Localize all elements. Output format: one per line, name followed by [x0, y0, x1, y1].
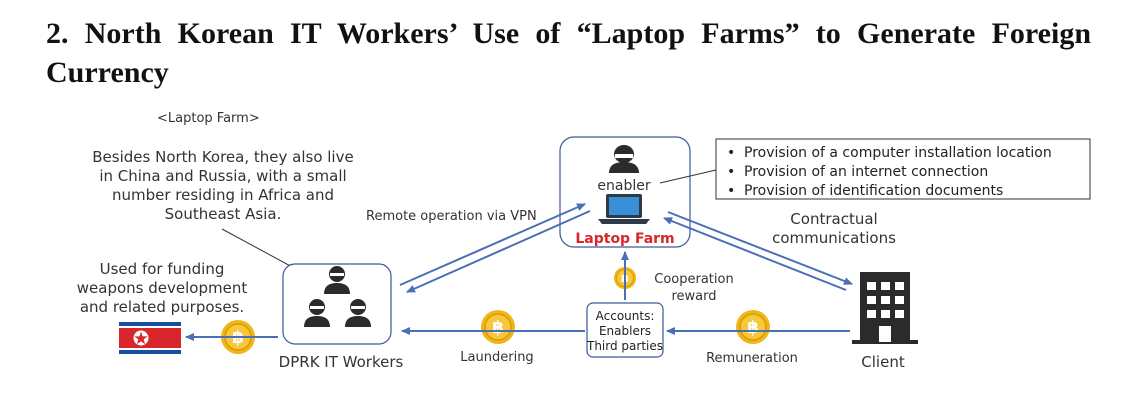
- residence-note: Besides North Korea, they also live in C…: [92, 148, 353, 223]
- contractual-label: Contractual communications: [772, 210, 896, 247]
- client-label: Client: [861, 353, 905, 371]
- enabler-label: enabler: [597, 178, 650, 194]
- bitcoin-icon: [480, 309, 516, 345]
- remuneration-label: Remuneration: [706, 351, 798, 366]
- svg-text:•: •: [727, 164, 735, 180]
- hacker-icon: [609, 145, 639, 173]
- accounts-box: [586, 302, 664, 358]
- svg-text:Third parties: Third parties: [586, 339, 663, 353]
- laptop-farm-box: [559, 136, 691, 248]
- vpn-arrow-up: [399, 203, 586, 286]
- svg-text:weapons development: weapons development: [77, 279, 248, 297]
- svg-text:Cooperation: Cooperation: [654, 272, 733, 287]
- diagram-caption: <Laptop Farm>: [157, 111, 260, 126]
- enabler-services-box: [715, 138, 1091, 200]
- svg-text:Provision of a computer instal: Provision of a computer installation loc…: [744, 145, 1052, 161]
- svg-text:Accounts:: Accounts:: [596, 309, 655, 323]
- remote-operation-label: Remote operation via VPN: [366, 209, 537, 224]
- svg-text:Besides North Korea, they also: Besides North Korea, they also live: [92, 148, 353, 166]
- funding-note: Used for funding weapons development and…: [77, 260, 248, 316]
- svg-text:communications: communications: [772, 229, 896, 247]
- bitcoin-icon: [735, 309, 771, 345]
- flow-arrows: [185, 203, 853, 341]
- svg-text:and related purposes.: and related purposes.: [80, 298, 244, 316]
- svg-text:Provision of an internet conne: Provision of an internet connection: [744, 164, 988, 180]
- svg-text:in China and Russia, with a sm: in China and Russia, with a small: [99, 167, 346, 185]
- svg-text:Used for funding: Used for funding: [100, 260, 225, 278]
- building-icon: [852, 272, 918, 344]
- page-heading: 2. North Korean IT Workers’ Use of “Lapt…: [46, 17, 1091, 89]
- svg-text:Provision of identification do: Provision of identification documents: [744, 183, 1003, 199]
- svg-text:•: •: [727, 183, 735, 199]
- contract-arrow-to-farm: [663, 217, 847, 291]
- vpn-arrow-down: [406, 210, 591, 293]
- svg-text:Enablers: Enablers: [599, 324, 651, 338]
- svg-text:Southeast Asia.: Southeast Asia.: [165, 205, 282, 223]
- accounts-text: Accounts: Enablers Third parties: [586, 309, 663, 353]
- laundering-label: Laundering: [460, 350, 533, 365]
- svg-text:•: •: [727, 145, 735, 161]
- enabler-pointer-line: [659, 169, 717, 184]
- north-korea-flag: [119, 322, 181, 354]
- svg-text:number residing in Africa and: number residing in Africa and: [112, 186, 334, 204]
- enabler-services-list: • Provision of a computer installation lo…: [727, 145, 1052, 199]
- contract-arrow-to-client: [667, 211, 853, 285]
- svg-text:reward: reward: [671, 289, 716, 304]
- it-workers-label: DPRK IT Workers: [279, 353, 404, 371]
- laptop-farm-label: Laptop Farm: [575, 231, 674, 247]
- svg-text:Contractual: Contractual: [790, 210, 877, 228]
- cooperation-label: Cooperation reward: [654, 272, 733, 304]
- laptop-icon: [598, 194, 650, 224]
